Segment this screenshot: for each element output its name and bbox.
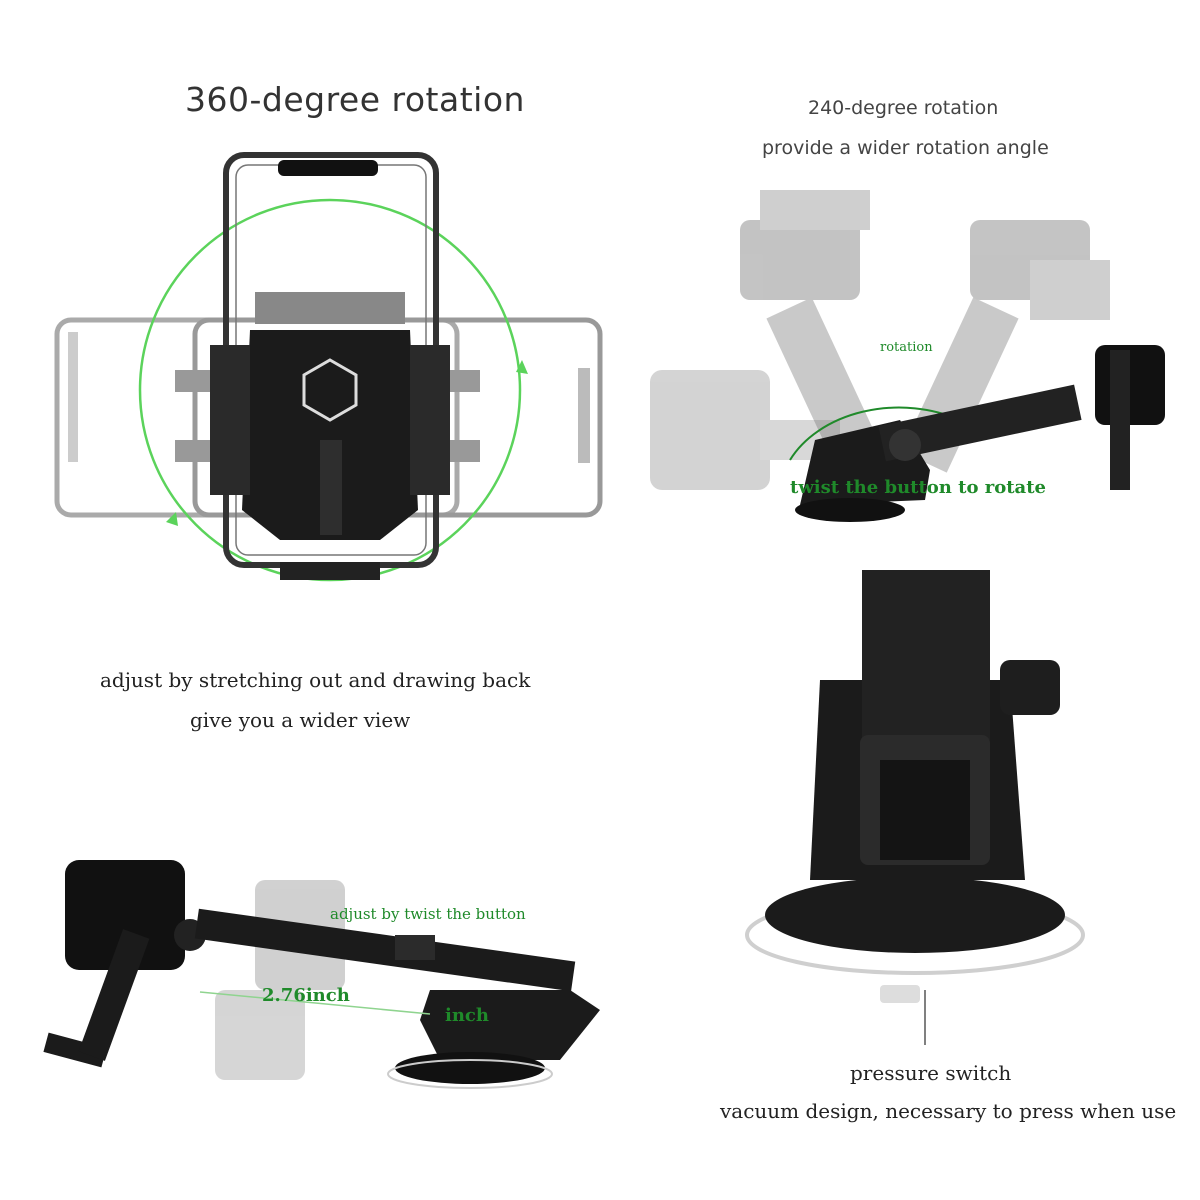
adjust-caption-line2: give you a wider view bbox=[190, 708, 411, 732]
pressure-switch-caption: pressure switch bbox=[850, 1061, 1012, 1085]
title-240-rotation: 240-degree rotation bbox=[808, 97, 999, 119]
adjust-twist-label: adjust by twist the button bbox=[330, 905, 526, 923]
rotation-arrow-right bbox=[516, 360, 528, 374]
title-360-rotation: 360-degree rotation bbox=[185, 80, 525, 119]
measure-line bbox=[199, 991, 431, 1015]
adjust-caption-line1: adjust by stretching out and drawing bac… bbox=[100, 668, 531, 692]
vacuum-design-caption: vacuum design, necessary to press when u… bbox=[720, 1099, 1177, 1123]
phone-mount-front bbox=[175, 292, 480, 580]
rotation-arc bbox=[789, 406, 961, 461]
measure-label-1: 2.76inch bbox=[262, 985, 350, 1006]
subtitle-240-rotation: provide a wider rotation angle bbox=[762, 137, 1049, 159]
twist-label: twist the button to rotate bbox=[790, 477, 1046, 498]
arm-ghost-telescopic bbox=[215, 880, 345, 1080]
mount-main-240 bbox=[795, 345, 1165, 522]
arm-ghost-left bbox=[740, 190, 884, 473]
rotation-arrow-left bbox=[166, 512, 178, 526]
measure-label-2: inch bbox=[445, 1005, 489, 1026]
suction-base bbox=[745, 570, 1085, 1003]
rotation-label: rotation bbox=[880, 340, 933, 355]
telescopic-mount bbox=[43, 860, 600, 1089]
